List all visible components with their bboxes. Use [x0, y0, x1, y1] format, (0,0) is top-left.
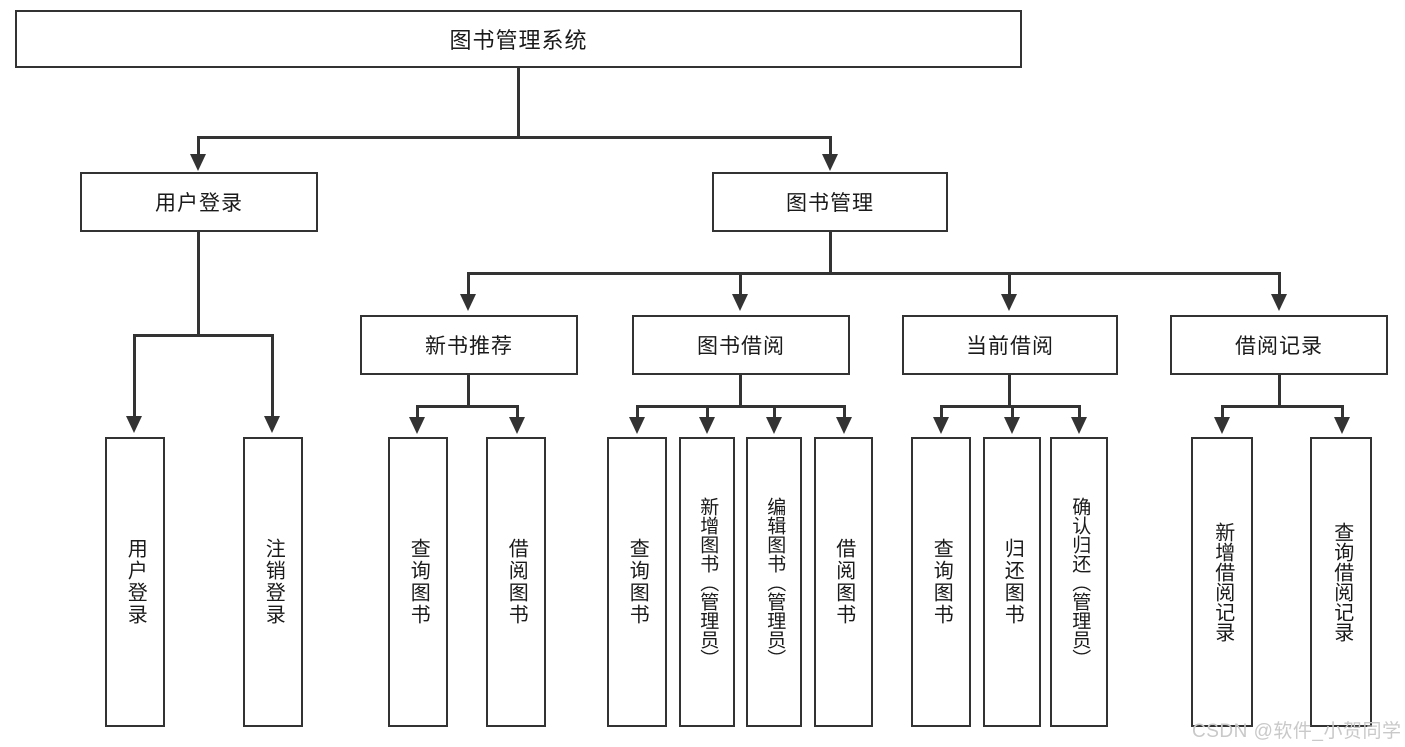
edge-new-book-bar — [416, 405, 518, 408]
arrow-root-to-user-login — [190, 154, 206, 171]
node-leaf-edit-book-admin[interactable]: 编辑图书（管理员） — [746, 437, 802, 727]
arrow-nb-to-leaf1 — [409, 417, 425, 434]
edge-br-to-leaf1 — [1221, 405, 1224, 419]
arrow-bm-to-new-book — [460, 294, 476, 311]
arrow-cb-to-leaf2 — [1004, 417, 1020, 434]
edge-book-management-stem — [829, 232, 832, 274]
node-leaf-borrow-book[interactable]: 借阅图书 — [814, 437, 873, 727]
edge-nb-to-leaf1 — [416, 405, 419, 419]
node-book-management[interactable]: 图书管理 — [712, 172, 948, 232]
arrow-bb-to-leaf3 — [766, 417, 782, 434]
node-leaf-add-book-admin[interactable]: 新增图书（管理员） — [679, 437, 735, 727]
edge-root-stem — [517, 68, 520, 138]
arrow-root-to-book-management — [822, 154, 838, 171]
node-leaf-confirm-return-admin[interactable]: 确认归还（管理员） — [1050, 437, 1108, 727]
node-leaf-add-borrow-record[interactable]: 新增借阅记录 — [1191, 437, 1253, 727]
node-current-borrow[interactable]: 当前借阅 — [902, 315, 1118, 375]
edge-bm-to-new-book — [467, 272, 470, 297]
edge-user-login-to-leaf2 — [271, 334, 274, 418]
edge-root-to-user-login — [197, 136, 200, 158]
node-leaf-query-borrow-record[interactable]: 查询借阅记录 — [1310, 437, 1372, 727]
edge-bb-to-leaf4 — [843, 405, 846, 419]
edge-cb-to-leaf1 — [940, 405, 943, 419]
edge-bm-to-current-borrow — [1008, 272, 1011, 297]
node-leaf-query-book-borrow[interactable]: 查询图书 — [607, 437, 667, 727]
arrow-bb-to-leaf4 — [836, 417, 852, 434]
node-leaf-return-book[interactable]: 归还图书 — [983, 437, 1041, 727]
node-book-management-system[interactable]: 图书管理系统 — [15, 10, 1022, 68]
edge-new-book-stem — [467, 375, 470, 407]
node-leaf-query-book-new[interactable]: 查询图书 — [388, 437, 448, 727]
edge-cb-to-leaf2 — [1011, 405, 1014, 419]
edge-borrow-record-stem — [1278, 375, 1281, 407]
edge-user-login-bar — [133, 334, 273, 337]
node-new-book-recommend[interactable]: 新书推荐 — [360, 315, 578, 375]
node-book-borrow[interactable]: 图书借阅 — [632, 315, 850, 375]
edge-book-borrow-stem — [739, 375, 742, 407]
arrow-bb-to-leaf1 — [629, 417, 645, 434]
edge-bb-to-leaf2 — [706, 405, 709, 419]
arrow-nb-to-leaf2 — [509, 417, 525, 434]
edge-user-login-stem — [197, 232, 200, 336]
node-leaf-borrow-book-new[interactable]: 借阅图书 — [486, 437, 546, 727]
node-user-login[interactable]: 用户登录 — [80, 172, 318, 232]
arrow-cb-to-leaf3 — [1071, 417, 1087, 434]
edge-root-to-book-management — [829, 136, 832, 158]
arrow-user-login-to-leaf1 — [126, 416, 142, 433]
edge-bm-to-book-borrow — [739, 272, 742, 297]
edge-root-bar — [197, 136, 831, 139]
edge-borrow-record-bar — [1221, 405, 1341, 408]
edge-bb-to-leaf3 — [773, 405, 776, 419]
edge-book-borrow-bar — [636, 405, 845, 408]
edge-bb-to-leaf1 — [636, 405, 639, 419]
arrow-bm-to-book-borrow — [732, 294, 748, 311]
edge-br-to-leaf2 — [1341, 405, 1344, 419]
node-leaf-logout[interactable]: 注销登录 — [243, 437, 303, 727]
edge-bm-to-borrow-record — [1278, 272, 1281, 297]
edge-current-borrow-bar — [940, 405, 1080, 408]
node-leaf-user-login[interactable]: 用户登录 — [105, 437, 165, 727]
arrow-bm-to-current-borrow — [1001, 294, 1017, 311]
edge-book-management-bar — [467, 272, 1280, 275]
arrow-user-login-to-leaf2 — [264, 416, 280, 433]
edge-cb-to-leaf3 — [1078, 405, 1081, 419]
arrow-br-to-leaf2 — [1334, 417, 1350, 434]
arrow-cb-to-leaf1 — [933, 417, 949, 434]
arrow-bm-to-borrow-record — [1271, 294, 1287, 311]
arrow-br-to-leaf1 — [1214, 417, 1230, 434]
edge-current-borrow-stem — [1008, 375, 1011, 407]
node-borrow-record[interactable]: 借阅记录 — [1170, 315, 1388, 375]
edge-user-login-to-leaf1 — [133, 334, 136, 418]
arrow-bb-to-leaf2 — [699, 417, 715, 434]
node-leaf-query-book-current[interactable]: 查询图书 — [911, 437, 971, 727]
edge-nb-to-leaf2 — [516, 405, 519, 419]
